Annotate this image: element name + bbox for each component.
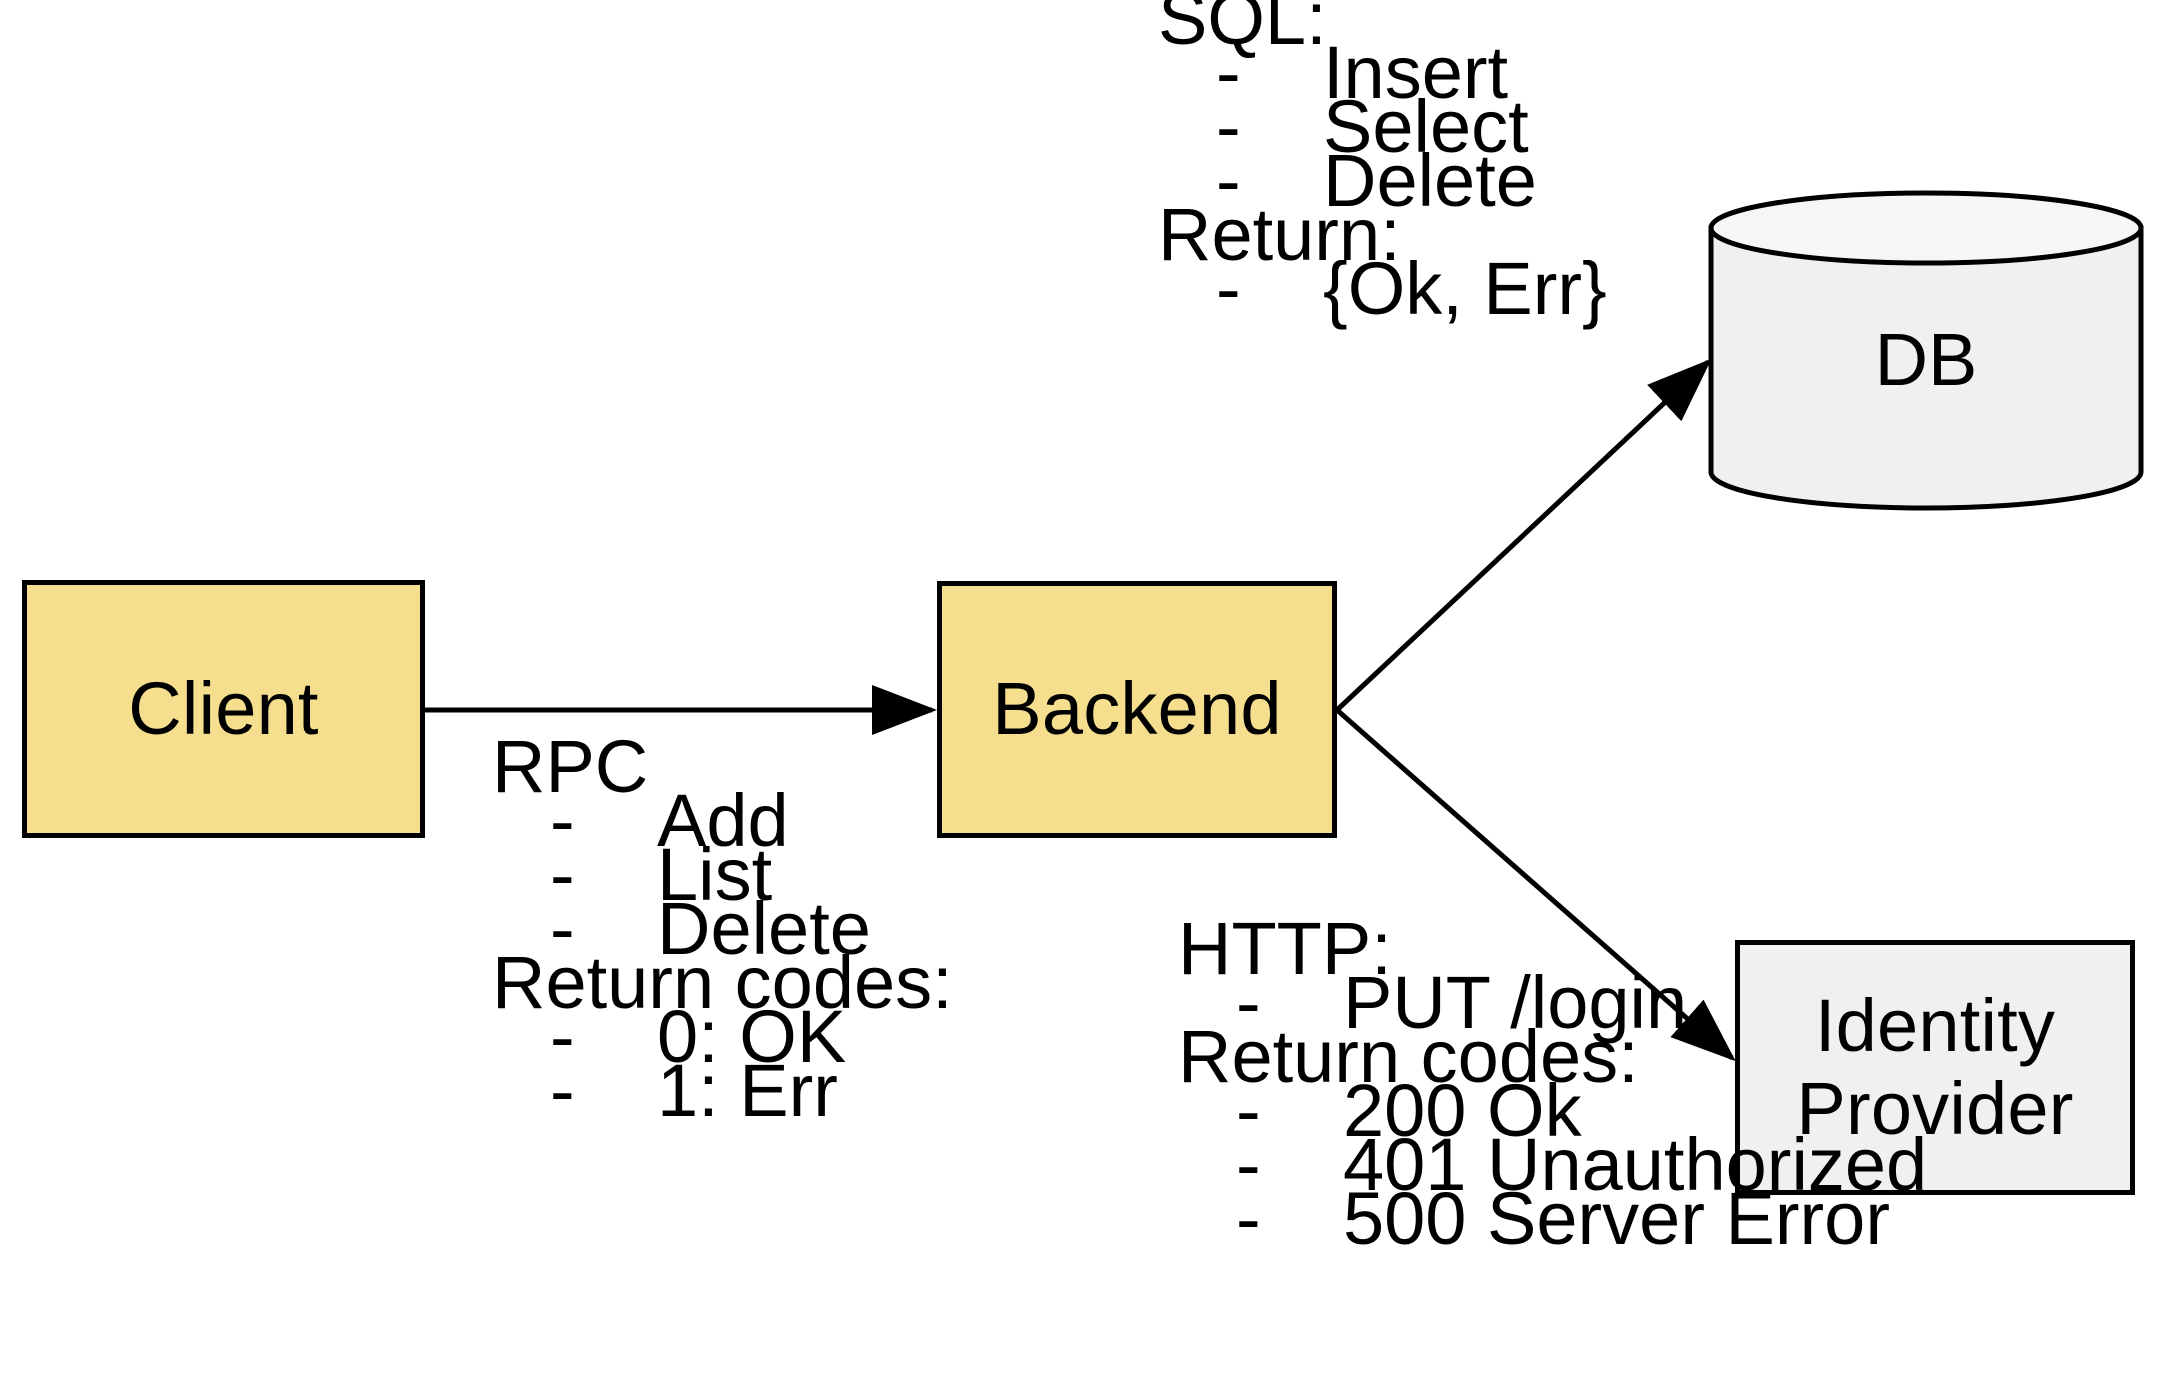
annotation-sql-method-2-text: Delete	[1323, 139, 1537, 222]
node-db-label-wrap: DB	[1706, 190, 2146, 510]
bullet-dash-icon: -	[1236, 1123, 1261, 1206]
node-identity-provider-label-line2: Provider	[1796, 1066, 2074, 1150]
bullet-dash-icon: -	[1236, 961, 1261, 1044]
annotation-rpc-protocol: RPC	[492, 725, 649, 808]
annotation-http-returns-header: Return codes:	[1178, 1015, 1639, 1098]
bullet-dash-icon: -	[550, 887, 575, 970]
annotation-http-return-2-text: 500 Server Error	[1343, 1177, 1890, 1260]
annotation-rpc-method-1: - List	[492, 833, 953, 916]
annotation-sql-returns-header: Return:	[1158, 193, 1401, 276]
annotation-http-return-1: - 401 Unauthorized	[1178, 1123, 1927, 1206]
node-backend[interactable]: Backend	[937, 581, 1337, 838]
node-db-label: DB	[1874, 317, 1978, 401]
annotation-http: HTTP: - PUT /login Return codes: - 200 O…	[1178, 907, 1927, 1260]
annotation-rpc-return-1: - 1: Err	[492, 1049, 953, 1132]
annotation-rpc-return-0: - 0: OK	[492, 995, 953, 1078]
bullet-dash-icon: -	[1236, 1177, 1261, 1260]
bullet-dash-icon: -	[1236, 1069, 1261, 1152]
node-client-label: Client	[128, 666, 319, 750]
edge-backend-to-db	[1335, 358, 1712, 712]
annotation-rpc-method-1-text: List	[657, 833, 773, 916]
bullet-dash-icon: -	[550, 1049, 575, 1132]
annotation-rpc-method-2: - Delete	[492, 887, 953, 970]
annotation-sql-return-0-text: {Ok, Err}	[1323, 247, 1607, 330]
node-backend-label: Backend	[992, 667, 1282, 751]
bullet-dash-icon: -	[1216, 85, 1241, 168]
node-identity-provider-label-line1: Identity	[1814, 983, 2056, 1067]
annotation-sql-method-1: - Select	[1158, 85, 1607, 168]
annotation-rpc-method-0-text: Add	[657, 779, 789, 862]
node-db[interactable]: DB	[1706, 190, 2146, 511]
bullet-dash-icon: -	[550, 779, 575, 862]
annotation-http-return-0-text: 200 Ok	[1343, 1069, 1582, 1152]
bullet-dash-icon: -	[1216, 139, 1241, 222]
annotation-sql-return-0: - {Ok, Err}	[1158, 247, 1607, 330]
annotation-rpc: RPC - Add - List - Delete Return codes: …	[492, 725, 953, 1132]
annotation-rpc-return-0-text: 0: OK	[657, 995, 847, 1078]
annotation-sql-method-2: - Delete	[1158, 139, 1607, 222]
annotation-sql-method-1-text: Select	[1323, 85, 1529, 168]
annotation-http-return-2: - 500 Server Error	[1178, 1177, 1927, 1260]
bullet-dash-icon: -	[1216, 247, 1241, 330]
node-client[interactable]: Client	[22, 580, 425, 838]
node-identity-provider[interactable]: Identity Provider	[1735, 940, 2135, 1195]
annotation-rpc-return-1-text: 1: Err	[657, 1049, 838, 1132]
bullet-dash-icon: -	[1216, 31, 1241, 114]
bullet-dash-icon: -	[550, 995, 575, 1078]
annotation-http-return-1-text: 401 Unauthorized	[1343, 1123, 1928, 1206]
annotation-http-method-0: - PUT /login	[1178, 961, 1927, 1044]
annotation-rpc-method-2-text: Delete	[657, 887, 871, 970]
annotation-rpc-returns-header: Return codes:	[492, 941, 953, 1024]
annotation-sql-method-0-text: Insert	[1323, 31, 1509, 114]
node-identity-provider-label: Identity Provider	[1796, 983, 2074, 1151]
annotation-http-method-0-text: PUT /login	[1343, 961, 1688, 1044]
annotation-http-protocol: HTTP:	[1178, 907, 1392, 990]
annotation-http-return-0: - 200 Ok	[1178, 1069, 1927, 1152]
bullet-dash-icon: -	[550, 833, 575, 916]
annotation-rpc-method-0: - Add	[492, 779, 953, 862]
annotation-sql: SQL: - Insert - Select - Delete Return: …	[1158, 0, 1607, 330]
cylinder-icon	[1708, 190, 2144, 511]
annotation-sql-method-0: - Insert	[1158, 31, 1607, 114]
